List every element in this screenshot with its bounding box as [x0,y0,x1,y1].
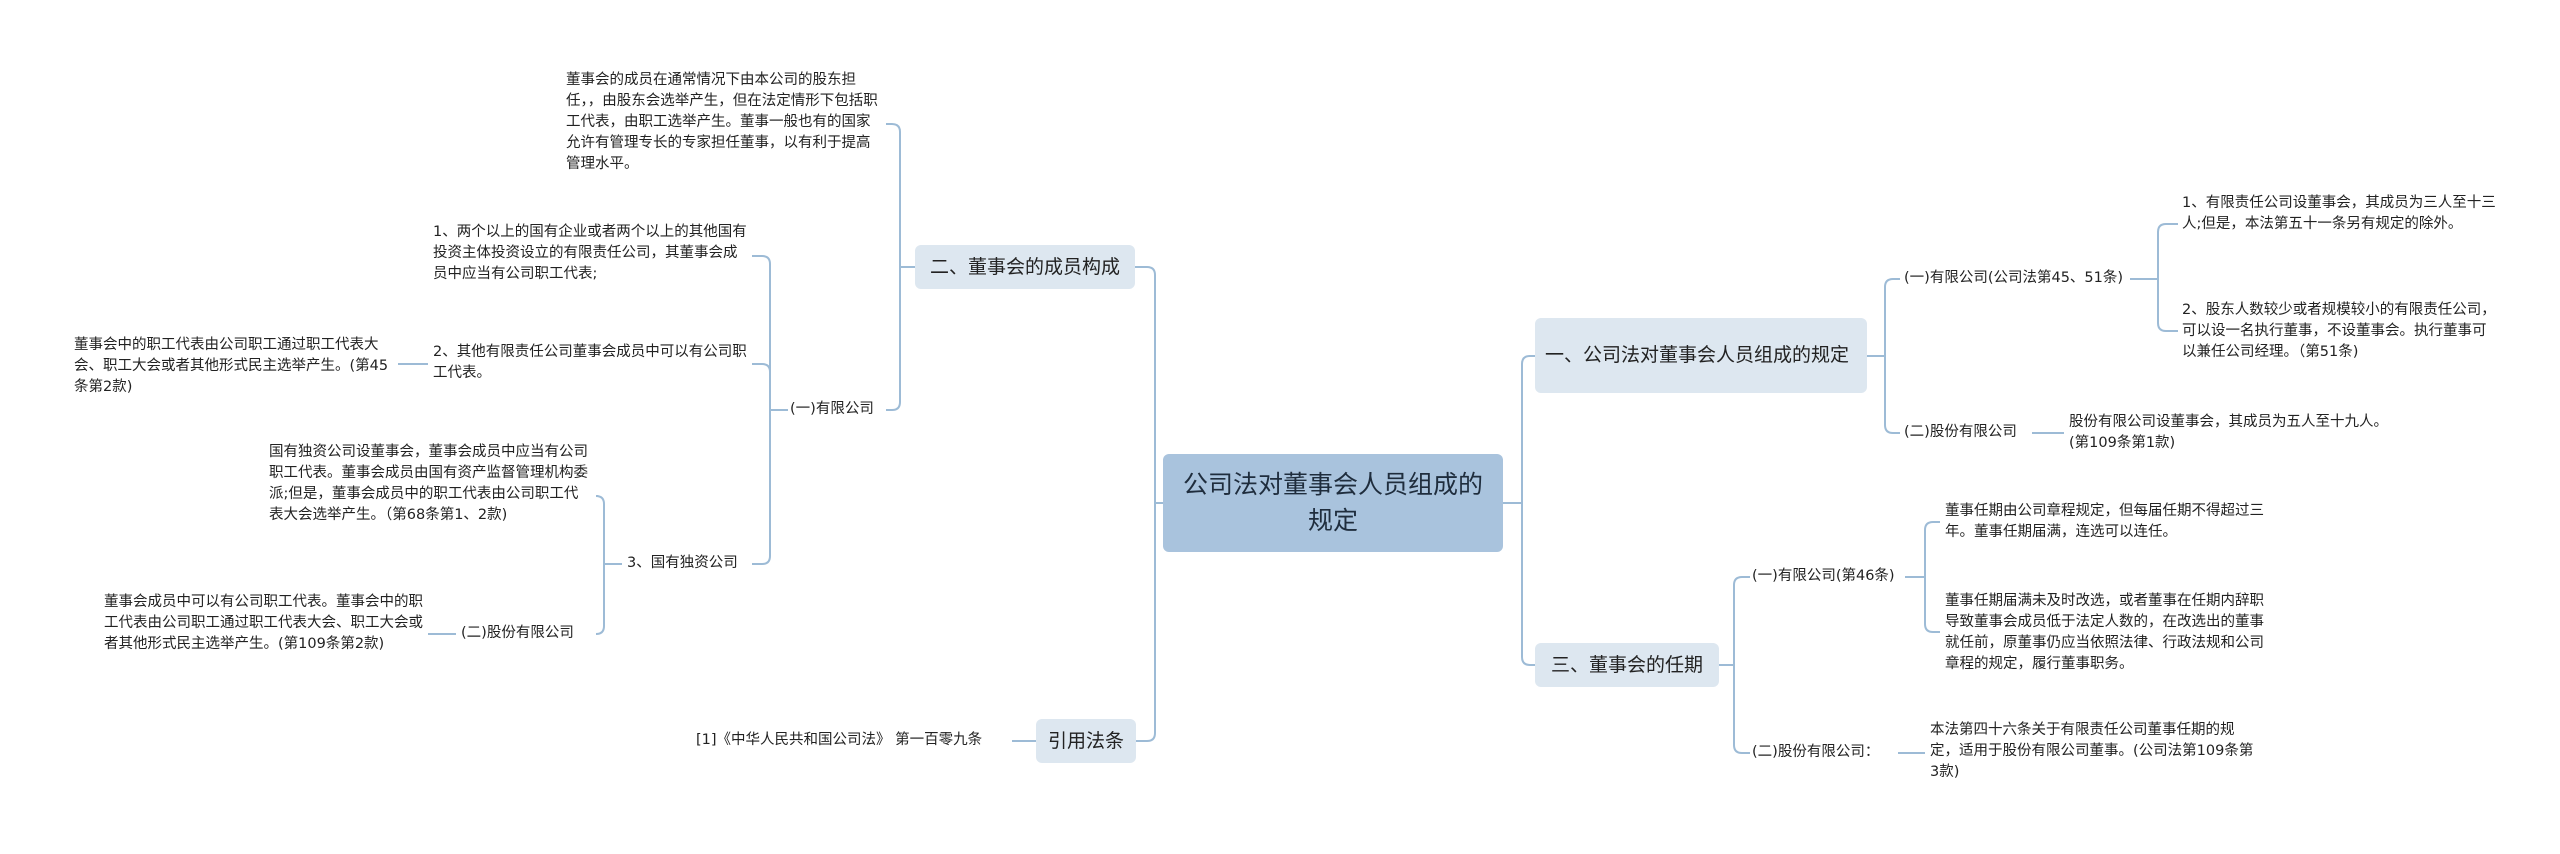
composition-llc-item1: 1、两个以上的国有企业或者两个以上的其他国有投资主体投资设立的有限责任公司，其董… [433,224,747,282]
link-term-branch-1 [1733,665,1750,754]
term-jsc-detail: 本法第四十六条关于有限责任公司董事任期的规定，适用于股份有限公司董事。(公司法第… [1930,722,2254,780]
term-jsc-label: (二)股份有限公司： [1752,744,1880,760]
node-cite-label: 引用法条 [1047,729,1124,752]
node-term-label: 三、董事会的任期 [1550,653,1703,676]
link-llc-branch-2 [752,410,771,565]
link-item3-branch-0 [595,495,605,564]
root-label: 公司法对董事会人员组成的规定 [1182,470,1483,535]
rules-jsc-detail: 股份有限公司设董事会，其成员为五人至十九人。(第109条第1款) [2069,414,2388,451]
node-cite[interactable]: 引用法条 [1036,719,1136,763]
root-node[interactable]: 公司法对董事会人员组成的规定 [1163,454,1503,552]
term-llc-label: (一)有限公司(第46条) [1752,568,1895,584]
link-term-llc-branch-0 [1924,521,1940,577]
node-rules[interactable]: 一、公司法对董事会人员组成的规定 [1535,318,1867,393]
node-composition-label: 二、董事会的成员构成 [929,255,1120,278]
link-rules-llc-branch-0 [2157,223,2178,279]
rules-llc-item1: 1、有限责任公司设董事会，其成员为三人至十三人;但是，本法第五十一条另有规定的除… [2182,195,2496,232]
composition-jsc-detail: 董事会成员中可以有公司职工代表。董事会中的职工代表由公司职工通过职工代表大会、职… [104,594,423,652]
composition-llc-label: (一)有限公司 [790,401,874,417]
link-llc-branch-0 [752,255,771,410]
composition-llc-item2: 2、其他有限责任公司董事会成员中可以有公司职工代表。 [433,344,747,381]
link-root-left-branch-1 [1135,503,1156,742]
link-term-llc-branch-1 [1924,577,1940,633]
composition-llc-item2-detail: 董事会中的职工代表由公司职工通过职工代表大会、职工大会或者其他形式民主选举产生。… [74,337,389,395]
link-rules-branch-1 [1884,356,1900,434]
composition-intro: 董事会的成员在通常情况下由本公司的股东担任，，由股东会选举产生，但在法定情形下包… [566,72,878,172]
link-composition-branch-0 [886,123,901,267]
rules-llc-item2: 2、股东人数较少或者规模较小的有限责任公司，可以设一名执行董事，不设董事会。执行… [2182,302,2496,360]
link-root-right-branch-0 [1521,355,1535,503]
rules-llc-label: (一)有限公司(公司法第45、51条) [1904,270,2124,286]
node-composition[interactable]: 二、董事会的成员构成 [915,245,1135,289]
rules-jsc-label: (二)股份有限公司 [1904,424,2017,440]
term-llc-item2: 董事任期届满未及时改选，或者董事在任期内辞职导致董事会成员低于法定人数的，在改选… [1945,593,2264,672]
node-rules-label: 一、公司法对董事会人员组成的规定 [1545,344,1850,366]
node-term[interactable]: 三、董事会的任期 [1535,643,1719,687]
link-term-branch-0 [1733,576,1750,665]
link-rules-branch-0 [1884,278,1900,356]
term-llc-item1: 董事任期由公司章程规定，但每届任期不得超过三年。董事任期届满，连选可以连任。 [1945,503,2264,540]
link-root-right-branch-1 [1521,503,1535,666]
composition-jsc-label: (二)股份有限公司 [461,625,574,641]
composition-llc-item3: 3、国有独资公司 [627,555,738,571]
link-llc-branch-1 [752,363,771,410]
link-rules-llc-branch-1 [2157,279,2178,332]
cite-detail: [1]《中华人民共和国公司法》 第一百零九条 [696,732,983,748]
link-item3-branch-1 [595,564,605,635]
link-root-left-branch-0 [1135,266,1156,503]
composition-llc-item3-detail: 国有独资公司设董事会，董事会成员中应当有公司职工代表。董事会成员由国有资产监督管… [269,444,588,523]
link-composition-branch-1 [886,267,901,411]
